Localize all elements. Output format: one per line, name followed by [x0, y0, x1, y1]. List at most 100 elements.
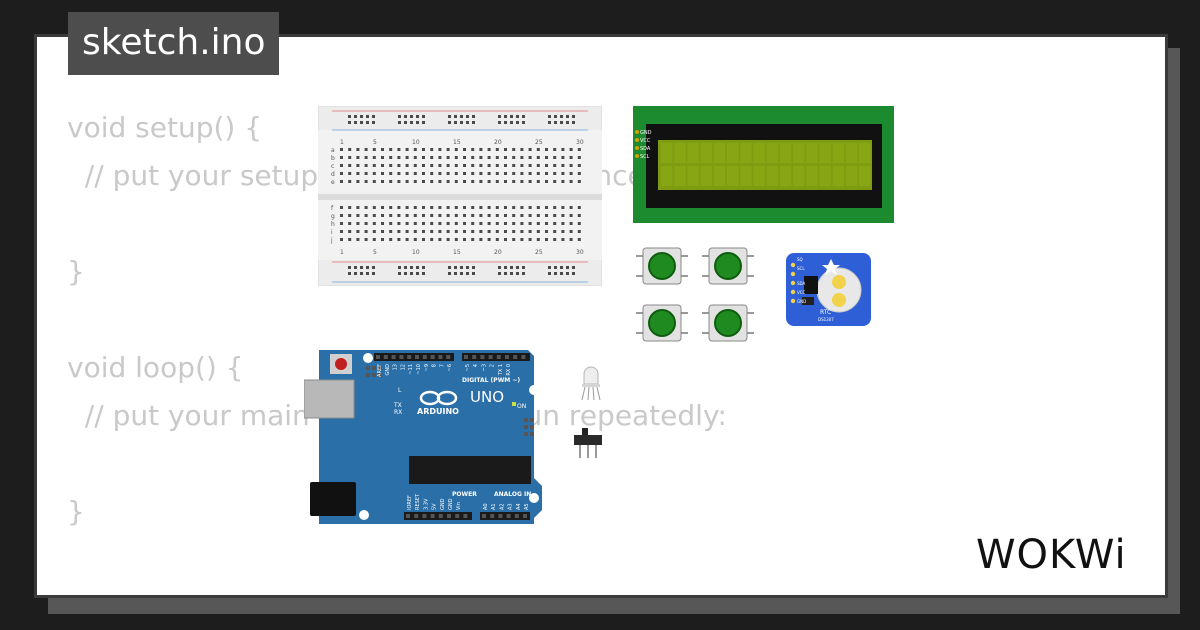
digital-pin-label: ~9	[424, 364, 430, 371]
breadboard-row-label: f	[331, 205, 334, 212]
digital-pin-label: 12	[400, 364, 406, 370]
digital-pin-label: ~3	[481, 364, 487, 371]
power-pin-label: 3.3V	[423, 498, 429, 510]
digital-pin-label: 8	[432, 364, 438, 367]
digital-pin-label: TX 1	[498, 364, 504, 376]
breadboard-row-label: c	[331, 163, 334, 170]
breadboard-col-label: 20	[494, 249, 502, 256]
digital-pin-label: AREF	[377, 364, 383, 377]
rtc-pin-label: GND	[797, 299, 806, 304]
breadboard-row-label: e	[331, 179, 335, 186]
pushbutton-3[interactable]	[636, 303, 688, 343]
lcd-character-cells	[661, 143, 871, 186]
pushbutton-2[interactable]	[702, 246, 754, 286]
digital-pin-label: GND	[385, 364, 391, 376]
arduino-uno-board[interactable]: DIGITAL (PWM ~) ARDUINO UNO ON L TX RX P…	[304, 350, 542, 524]
digital-pin-label: RX 0	[506, 364, 512, 376]
rtc-chip-label: DS1307	[818, 317, 834, 322]
digital-pin-label: ~5	[465, 364, 471, 371]
rtc-pin-label: SCL	[797, 266, 805, 271]
digital-header	[374, 353, 530, 361]
digital-pin-label: ~6	[447, 364, 453, 371]
breadboard-col-label: 1	[340, 139, 344, 146]
analog-pin-label: A0	[483, 503, 489, 510]
rx-led-label: RX	[394, 409, 402, 416]
breadboard-row-label: h	[331, 221, 335, 228]
breadboard-row-label: i	[331, 229, 333, 236]
breadboard-col-label: 25	[535, 139, 543, 146]
rtc-module[interactable]: SQ SCL SDA VCC GND RTC DS1307	[786, 253, 871, 326]
arduino-model: UNO	[470, 388, 504, 406]
breadboard-holes	[340, 115, 581, 275]
analog-pin-label: A3	[508, 503, 514, 510]
code-line	[67, 296, 727, 344]
digital-pin-label: ~10	[416, 364, 422, 375]
code-line: }	[67, 255, 85, 288]
power-pin-label: RESET	[415, 493, 421, 510]
arduino-logo-text: ARDUINO	[417, 407, 459, 416]
slide-switch[interactable]	[572, 428, 604, 460]
lcd-pin-label: VCC	[640, 138, 651, 144]
atmega-chip	[409, 456, 531, 484]
breadboard-col-label: 10	[412, 139, 420, 146]
lcd-pin-label: SDA	[640, 146, 651, 152]
power-jack	[310, 482, 356, 516]
power-pin-label: GND	[448, 498, 454, 510]
icsp-header	[366, 366, 534, 436]
rtc-pin-label: SQ	[797, 257, 803, 262]
wokwi-logo-text: WOKWi	[976, 532, 1127, 576]
breadboard-col-label: 15	[453, 249, 461, 256]
lcd-pin-label: SCL	[640, 154, 650, 160]
breadboard-row-label: b	[331, 155, 335, 162]
pushbutton-1[interactable]	[636, 246, 688, 286]
breadboard-col-label: 15	[453, 139, 461, 146]
power-pin-label: IOREF	[407, 495, 413, 510]
arduino-infinity-logo-icon	[419, 390, 458, 406]
analog-pin-label: A2	[499, 503, 505, 510]
on-led-label: ON	[517, 403, 526, 410]
power-pin-label: GND	[440, 498, 446, 510]
breadboard-row-label: g	[331, 213, 335, 220]
digital-pin-label: 4	[473, 364, 479, 367]
digital-pin-label: 7	[439, 364, 445, 367]
breadboard-col-label: 5	[373, 249, 377, 256]
digital-pin-label: 13	[393, 364, 399, 370]
usb-port	[304, 379, 355, 419]
breadboard-row-label: a	[331, 147, 335, 154]
breadboard[interactable]: 1 5 10 15 20 25 30 1 5 10 15 20 25 30 a …	[318, 106, 602, 286]
analog-label: ANALOG IN	[494, 491, 531, 498]
lcd-display[interactable]: GND VCC SDA SCL	[633, 106, 894, 223]
analog-pin-label: A5	[524, 503, 530, 510]
analog-pin-label: A4	[516, 503, 522, 510]
lcd-pin-label: GND	[640, 130, 652, 136]
digital-pin-label: 2	[490, 364, 496, 367]
l-led-label: L	[398, 387, 402, 394]
power-pin-label: Vin	[456, 502, 462, 510]
reset-button[interactable]	[335, 358, 347, 370]
breadboard-col-label: 30	[576, 249, 584, 256]
pushbutton-4[interactable]	[702, 303, 754, 343]
breadboard-col-label: 30	[576, 139, 584, 146]
power-label: POWER	[452, 491, 477, 498]
rtc-pin-label: VCC	[797, 290, 806, 295]
file-tab[interactable]: sketch.ino	[68, 12, 280, 75]
breadboard-col-label: 10	[412, 249, 420, 256]
rtc-pin-label: SDA	[797, 281, 806, 286]
code-line: }	[67, 495, 85, 528]
power-pin-label: 5V	[432, 503, 438, 510]
code-line: void loop() {	[67, 351, 244, 384]
breadboard-row-label: j	[330, 237, 333, 244]
breadboard-col-label: 5	[373, 139, 377, 146]
rgb-led[interactable]	[576, 366, 606, 402]
breadboard-col-label: 25	[535, 249, 543, 256]
analog-pin-label: A1	[491, 503, 497, 510]
digital-pin-label: ~11	[408, 364, 414, 375]
breadboard-col-label: 20	[494, 139, 502, 146]
digital-label: DIGITAL (PWM ~)	[462, 377, 520, 384]
breadboard-col-label: 1	[340, 249, 344, 256]
breadboard-row-label: d	[331, 171, 335, 178]
rtc-label: RTC	[820, 309, 831, 316]
wokwi-logo: WOKWi	[976, 532, 1127, 576]
adafruit-star-icon	[822, 259, 840, 275]
power-analog-header	[404, 512, 530, 520]
